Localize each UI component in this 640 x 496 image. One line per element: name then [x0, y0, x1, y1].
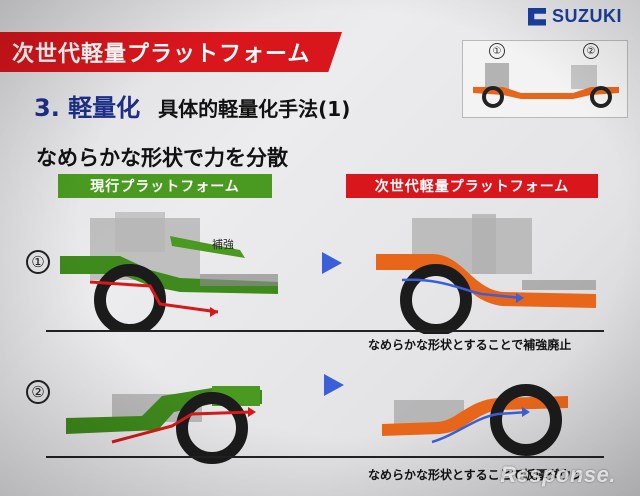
thumb-marker-two: ②: [583, 43, 599, 59]
current-rear-frame-illustration: [60, 212, 278, 332]
current-front-frame-illustration: [66, 386, 262, 464]
platform-thumbnail: ① ②: [462, 40, 628, 118]
current-platform-label: 現行プラットフォーム: [58, 174, 272, 198]
response-watermark: Response.: [500, 462, 616, 487]
reinforcement-label: 補強: [212, 238, 234, 251]
slide-title: 次世代軽量プラットフォーム: [12, 42, 311, 67]
section-heading: 3. 軽量化 具体的軽量化手法(1): [34, 88, 350, 123]
row1-divider: [46, 330, 604, 332]
thumb-marker-one: ①: [489, 43, 505, 59]
row-marker-two: ②: [26, 380, 50, 404]
headline: なめらかな形状で力を分散: [36, 146, 288, 170]
next-rear-frame-illustration: [376, 214, 596, 334]
row-marker-one: ①: [26, 250, 50, 274]
next-platform-label: 次世代軽量プラットフォーム: [346, 174, 598, 198]
row2-caption: なめらかな形状とすることで板厚ダウン: [368, 468, 584, 482]
platform-outline-icon: [473, 63, 619, 108]
row1-caption: なめらかな形状とすることで補強廃止: [368, 338, 572, 352]
brand-name: SUZUKI: [552, 6, 622, 26]
brand-logo: SUZUKI: [528, 6, 622, 27]
section-number: 3. 軽量化: [34, 94, 141, 122]
triangle-right-icon: [322, 252, 342, 274]
suzuki-s-icon: [528, 7, 546, 26]
title-bar: 次世代軽量プラットフォーム: [0, 32, 342, 72]
row2-divider: [46, 456, 604, 458]
next-front-frame-illustration: [382, 384, 568, 456]
section-subtitle: 具体的軽量化手法(1): [158, 97, 351, 121]
triangle-right-icon: [324, 374, 344, 396]
